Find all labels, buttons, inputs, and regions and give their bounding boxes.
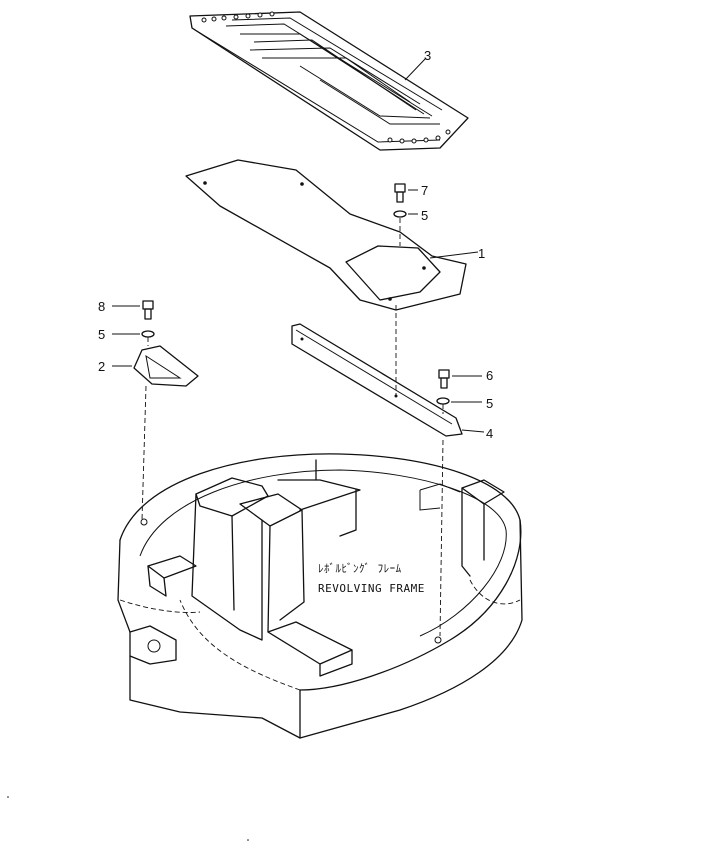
callout-6: 6 — [486, 368, 493, 383]
bar-4: 4 — [291, 323, 493, 441]
washer-5-left: 5 — [98, 327, 155, 342]
callout-4: 4 — [486, 426, 493, 441]
frame-label-japanese: ﾚﾎﾞﾙﾋﾞﾝｸﾞ ﾌﾚｰﾑ — [318, 562, 402, 575]
revolving-frame — [117, 453, 523, 739]
floor-plate-3: 3 — [189, 11, 469, 151]
cover-1: 1 — [185, 159, 485, 311]
washer-5-right: 5 — [436, 396, 493, 411]
callout-5-upper: 5 — [421, 208, 428, 223]
callout-5-right: 5 — [486, 396, 493, 411]
cover-2: 2 — [98, 345, 199, 387]
bolt-7: 7 — [394, 183, 428, 203]
frame-label-english: REVOLVING FRAME — [318, 582, 425, 595]
callout-1: 1 — [478, 246, 485, 261]
bolt-8: 8 — [98, 299, 154, 320]
callout-5-left: 5 — [98, 327, 105, 342]
callout-3: 3 — [424, 48, 431, 63]
washer-5-upper: 5 — [393, 208, 428, 223]
callout-2: 2 — [98, 359, 105, 374]
bolt-6: 6 — [438, 368, 493, 389]
callout-7: 7 — [421, 183, 428, 198]
callout-8: 8 — [98, 299, 105, 314]
plate-holes — [201, 11, 451, 144]
plate-slots — [225, 17, 443, 125]
